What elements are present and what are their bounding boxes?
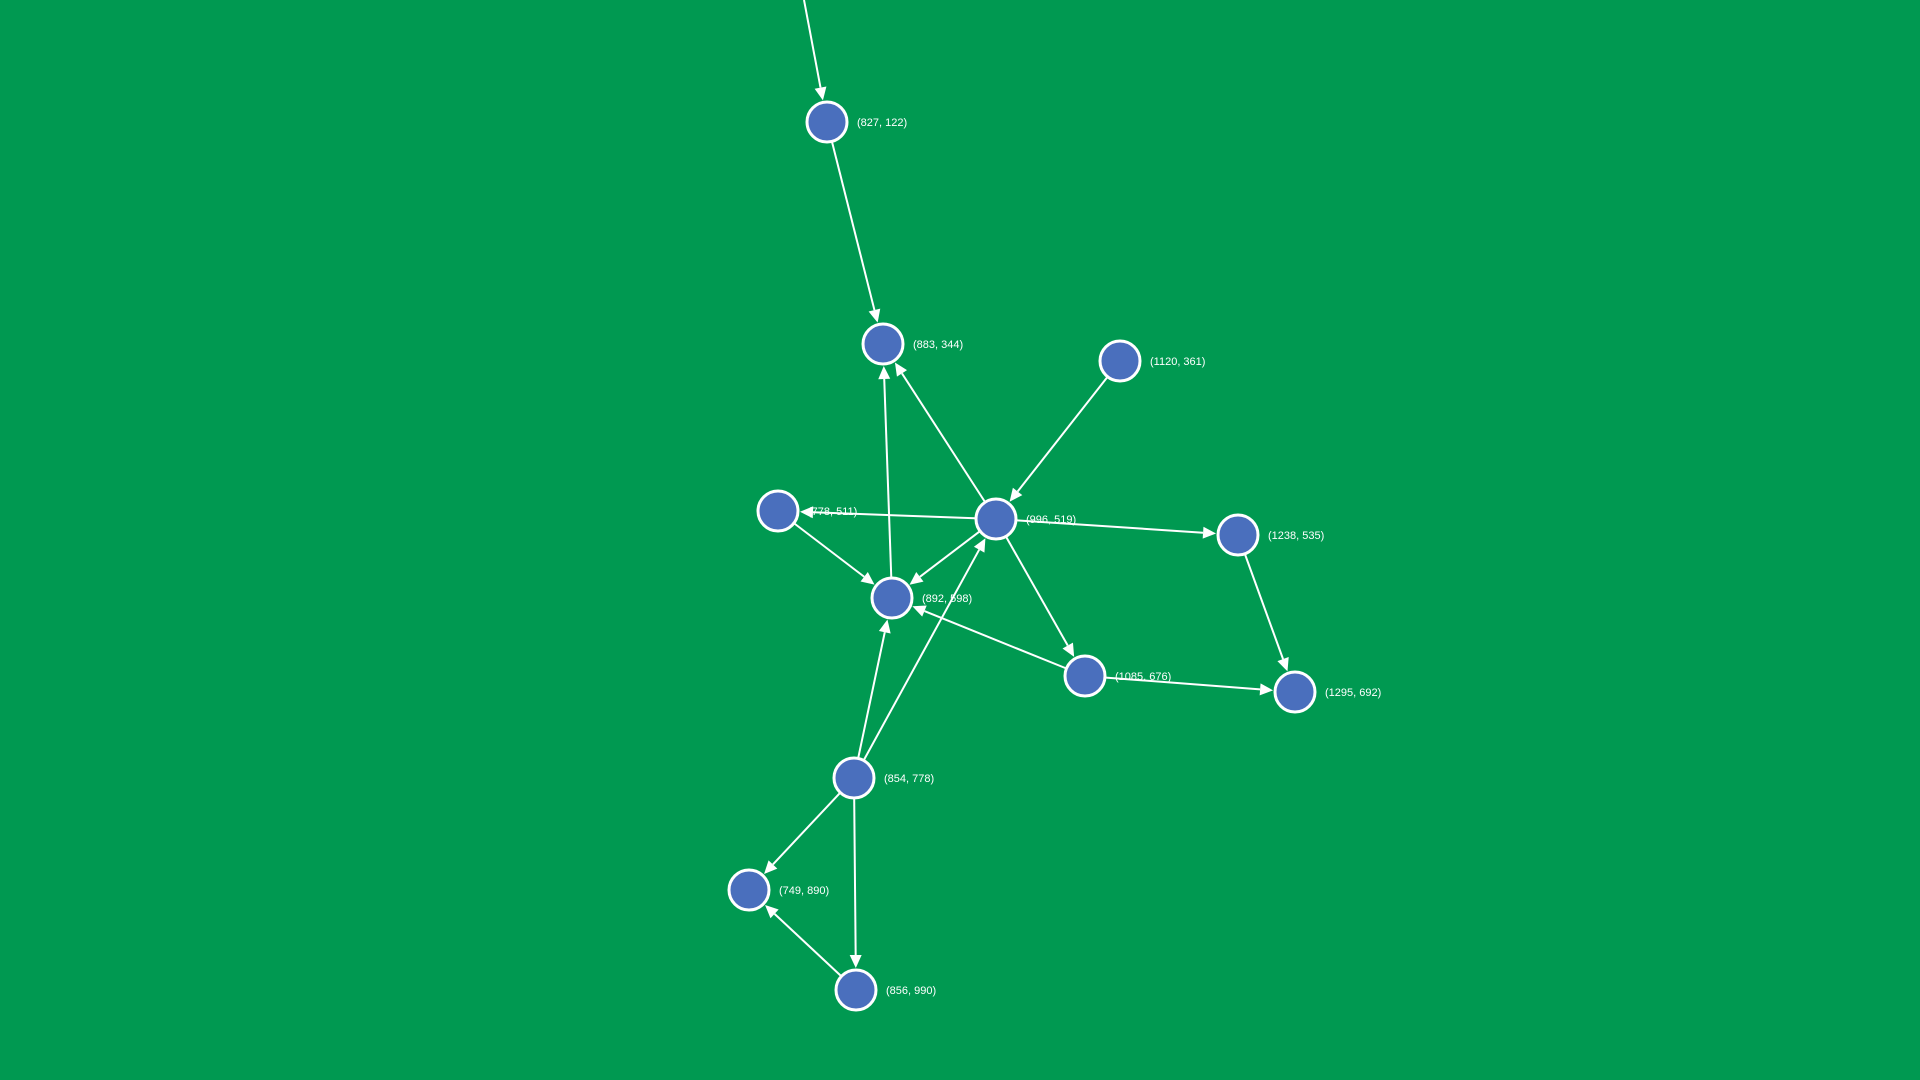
nodes-layer: (827, 122) (883, 344) (1120, 361) (778, 511… bbox=[727, 100, 1381, 1012]
edge-n9-to-n4 bbox=[863, 549, 981, 761]
arrowhead-icon bbox=[764, 860, 778, 874]
edges-layer bbox=[764, 0, 1289, 977]
arrowhead-icon bbox=[1202, 526, 1217, 539]
node-circle[interactable] bbox=[870, 576, 914, 620]
graph-node[interactable]: (996, 519) bbox=[974, 497, 1076, 541]
node-label: (778, 511) bbox=[808, 506, 857, 518]
edge-n7-to-n6 bbox=[924, 610, 1066, 670]
arrowhead-icon bbox=[1277, 657, 1289, 672]
edge-n9-to-n10 bbox=[772, 792, 841, 866]
arrowhead-icon bbox=[1259, 683, 1274, 696]
node-circle[interactable] bbox=[1063, 654, 1107, 698]
arrowhead-icon bbox=[860, 571, 875, 585]
arrowhead-icon bbox=[912, 605, 927, 617]
arrowhead-icon bbox=[1062, 642, 1075, 657]
node-circle[interactable] bbox=[727, 868, 771, 912]
edge-n6-to-n1 bbox=[883, 378, 893, 578]
node-label: (827, 122) bbox=[857, 117, 907, 129]
edge-n4-to-n1 bbox=[901, 372, 986, 502]
node-circle[interactable] bbox=[805, 100, 849, 144]
node-circle[interactable] bbox=[974, 497, 1018, 541]
edge-n3-to-n6 bbox=[794, 522, 865, 578]
graph-node[interactable]: (749, 890) bbox=[727, 868, 829, 912]
arrowhead-icon bbox=[878, 619, 891, 634]
arrowhead-icon bbox=[849, 954, 862, 969]
graph-node[interactable]: (854, 778) bbox=[832, 756, 934, 800]
node-label: (1085, 676) bbox=[1115, 671, 1171, 683]
node-label: (892, 598) bbox=[922, 593, 972, 605]
arrowhead-icon bbox=[868, 308, 881, 323]
node-label: (854, 778) bbox=[884, 773, 934, 785]
graph-node[interactable]: (1295, 692) bbox=[1273, 670, 1381, 714]
arrowhead-icon bbox=[894, 362, 908, 377]
edge-n4-to-n5 bbox=[1016, 519, 1204, 534]
edge-n4-to-n7 bbox=[1005, 536, 1069, 647]
arrowhead-icon bbox=[909, 572, 924, 585]
edge-n9-to-n11 bbox=[853, 798, 857, 956]
edge-n7-to-n8 bbox=[1105, 676, 1261, 691]
node-label: (1238, 535) bbox=[1268, 530, 1324, 542]
edge-n9-to-n6 bbox=[857, 632, 886, 758]
arrowhead-icon bbox=[1009, 487, 1023, 502]
node-circle[interactable] bbox=[834, 968, 878, 1012]
edge-offscreen-top-to-n0 bbox=[803, 0, 822, 88]
node-circle[interactable] bbox=[832, 756, 876, 800]
node-label: (749, 890) bbox=[779, 885, 829, 897]
arrowhead-icon bbox=[973, 538, 986, 553]
node-label: (1295, 692) bbox=[1325, 687, 1381, 699]
edge-n2-to-n4 bbox=[1016, 376, 1108, 493]
node-label: (996, 519) bbox=[1026, 514, 1076, 526]
arrowhead-icon bbox=[878, 365, 891, 380]
edge-n5-to-n8 bbox=[1244, 554, 1284, 660]
graph-node[interactable]: (1085, 676) bbox=[1063, 654, 1171, 698]
graph-node[interactable]: (1238, 535) bbox=[1216, 513, 1324, 557]
edge-n0-to-n1 bbox=[831, 142, 876, 311]
edge-n4-to-n3 bbox=[812, 511, 976, 520]
arrowhead-icon bbox=[814, 86, 827, 101]
graph-node[interactable]: (883, 344) bbox=[861, 322, 963, 366]
arrowhead-icon bbox=[799, 506, 814, 519]
node-label: (883, 344) bbox=[913, 339, 963, 351]
edge-n4-to-n6 bbox=[919, 530, 980, 578]
node-circle[interactable] bbox=[1273, 670, 1317, 714]
arrowhead-icon bbox=[765, 905, 779, 919]
graph-node[interactable]: (778, 511) bbox=[756, 489, 857, 533]
node-circle[interactable] bbox=[756, 489, 800, 533]
node-circle[interactable] bbox=[861, 322, 905, 366]
edge-n11-to-n10 bbox=[773, 913, 842, 977]
graph-node[interactable]: (827, 122) bbox=[805, 100, 907, 144]
graph-node[interactable]: (856, 990) bbox=[834, 968, 936, 1012]
node-circle[interactable] bbox=[1216, 513, 1260, 557]
node-circle[interactable] bbox=[1098, 339, 1142, 383]
node-label: (856, 990) bbox=[886, 985, 936, 997]
graph-node[interactable]: (1120, 361) bbox=[1098, 339, 1205, 383]
node-label: (1120, 361) bbox=[1150, 356, 1205, 368]
graph-node[interactable]: (892, 598) bbox=[870, 576, 972, 620]
